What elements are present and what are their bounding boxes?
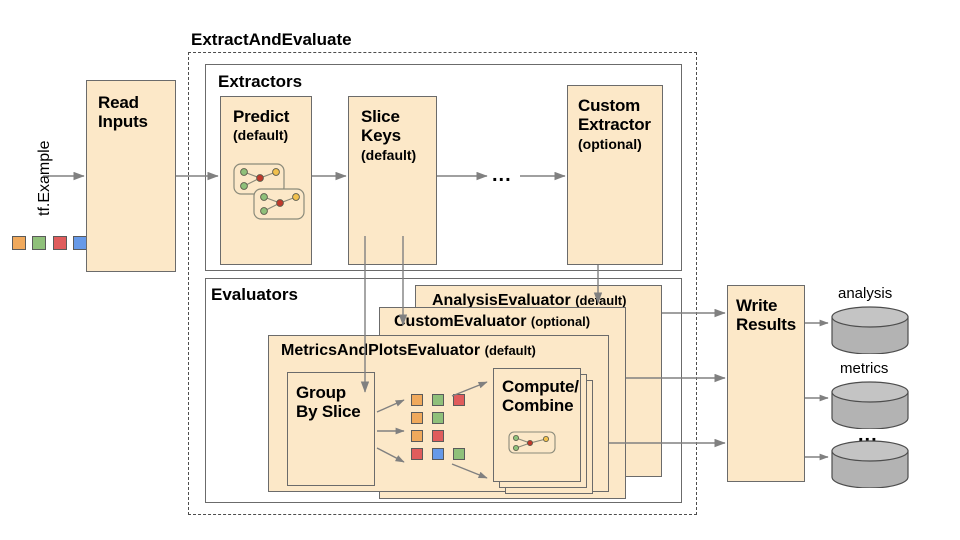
evaluators-label: Evaluators [211, 285, 298, 304]
extractor-slice-keys-qualifier: (default) [361, 146, 417, 163]
compute-combine-text: Compute/ Combine [502, 377, 579, 416]
extractor-predict-qualifier: (default) [233, 127, 289, 144]
model-graph-icon [233, 163, 305, 220]
extractor-custom-qualifier: (optional) [578, 135, 642, 152]
chip-blue [432, 448, 444, 460]
group-by-slice-label: Group By Slice [296, 383, 361, 422]
extract-and-evaluate-group [188, 52, 697, 515]
slice-chips-grid [411, 394, 477, 460]
output-cylinder-metrics[interactable] [830, 381, 910, 429]
chip-red [453, 394, 465, 406]
extractor-predict-box[interactable]: Predict (default) [220, 96, 312, 265]
read-inputs-box[interactable]: Read Inputs [86, 80, 176, 272]
chip-red [432, 430, 444, 442]
plot-graph-icon [508, 431, 556, 454]
extract-and-evaluate-label: ExtractAndEvaluate [191, 30, 352, 49]
chip-orange [411, 430, 423, 442]
compute-combine-label: Compute/ Combine [494, 369, 580, 415]
extractor-slice-keys-title: Slice Keys [361, 107, 401, 146]
extractor-slice-keys-box[interactable]: Slice Keys (default) [348, 96, 437, 265]
evaluator-custom-qualifier: (optional) [530, 314, 591, 329]
output-cylinder-analysis[interactable] [830, 306, 910, 354]
chip-blue [73, 236, 87, 250]
output-label-analysis: analysis [838, 285, 893, 302]
write-results-box[interactable]: Write Results [727, 285, 805, 482]
evaluator-custom-title: CustomEvaluator (optional) [380, 308, 625, 331]
chip-red [411, 448, 423, 460]
evaluator-analysis-name: AnalysisEvaluator [432, 292, 571, 309]
extractors-ellipsis: ... [492, 164, 512, 186]
extractor-custom-title: Custom Extractor [578, 96, 651, 135]
write-results-label: Write Results [736, 296, 797, 335]
input-label: tf.Example [36, 140, 53, 216]
evaluator-metrics-title: MetricsAndPlotsEvaluator (default) [269, 336, 608, 360]
evaluator-custom-name: CustomEvaluator [394, 313, 527, 330]
input-chips [12, 236, 87, 250]
group-by-slice-box[interactable]: Group By Slice [287, 372, 375, 486]
chip-green [453, 448, 465, 460]
evaluator-metrics-qualifier: (default) [484, 343, 536, 358]
evaluator-metrics-card[interactable]: MetricsAndPlotsEvaluator (default) Group… [268, 335, 609, 494]
extractor-custom-box[interactable]: Custom Extractor (optional) [567, 85, 663, 265]
output-label-metrics: metrics [840, 360, 889, 377]
compute-combine-box[interactable]: Compute/ Combine [493, 368, 581, 482]
extractors-label: Extractors [218, 72, 303, 91]
evaluator-analysis-qualifier: (default) [575, 293, 627, 308]
read-inputs-label: Read Inputs [98, 93, 148, 132]
chip-green [32, 236, 46, 250]
chip-red [53, 236, 67, 250]
chip-green [432, 394, 444, 406]
chip-orange [411, 412, 423, 424]
output-label-more: ... [858, 424, 878, 446]
chip-green [432, 412, 444, 424]
evaluator-metrics-name: MetricsAndPlotsEvaluator [281, 342, 481, 359]
output-cylinder-more[interactable] [830, 440, 910, 488]
chip-orange [12, 236, 26, 250]
chip-orange [411, 394, 423, 406]
extractor-predict-title: Predict [233, 107, 290, 126]
